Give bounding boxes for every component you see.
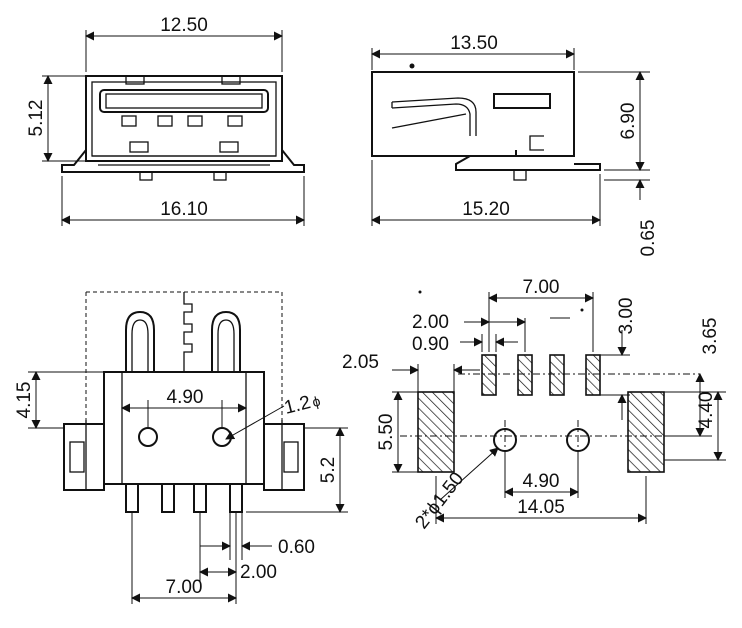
dim-footprint-hole-spacing: 4.90: [523, 471, 560, 492]
side-spring-contact: [391, 97, 477, 136]
front-latch-right: [221, 75, 241, 85]
dim-bottom-height: 4.15: [14, 382, 35, 419]
front-mounting-flange: [61, 149, 305, 173]
dim-bottom-pin-width: 0.60: [278, 537, 315, 558]
front-contact-2: [157, 115, 173, 127]
bottom-tab-left: [63, 423, 105, 491]
side-slot: [493, 93, 551, 109]
dim-footprint-pad-offset: 2.05: [342, 352, 379, 373]
dim-footprint-overall-width: 14.05: [517, 497, 565, 518]
front-contact-4: [227, 115, 243, 127]
dim-footprint-mount-offset: 4.40: [696, 392, 717, 429]
dim-footprint-pad-length: 3.00: [616, 298, 637, 335]
side-pin: [513, 169, 527, 181]
front-contact-3: [187, 115, 203, 127]
front-housing-outline: [85, 75, 283, 162]
footprint-pad-3: [549, 354, 565, 396]
footprint-hole-left: [493, 428, 517, 452]
dim-bottom-pin-height: 5.2: [318, 457, 339, 483]
front-latch-left: [125, 75, 145, 85]
side-mounting-flange: [455, 150, 601, 171]
footprint-mount-pad-left: [417, 391, 455, 473]
dim-front-width-bottom: 16.10: [160, 199, 208, 220]
side-housing-outline: [371, 71, 575, 157]
front-housing-inner: [91, 81, 277, 157]
bottom-pin-2: [161, 483, 175, 513]
footprint-hole-right: [566, 428, 590, 452]
footprint-mount-pad-right: [627, 391, 665, 473]
dim-bottom-pin-span: 7.00: [166, 577, 203, 598]
dim-footprint-pad-pitch: 2.00: [412, 312, 449, 333]
dim-side-offset: 0.65: [638, 220, 659, 257]
dim-footprint-hole-label: 2*ϕ1.50: [411, 468, 468, 533]
front-view: 12.50 5.12 16.10: [26, 15, 305, 226]
dim-footprint-mount-height: 5.50: [376, 414, 397, 451]
dim-front-height: 5.12: [26, 100, 47, 137]
front-pin-left: [139, 171, 153, 181]
side-view: 13.50 6.90 0.65 15.20: [371, 33, 659, 257]
bottom-tab-right: [263, 423, 305, 491]
bottom-pin-3: [193, 483, 207, 513]
footprint-pad-4: [585, 354, 601, 396]
front-tongue-inner: [105, 93, 263, 109]
bottom-hole-right: [212, 427, 232, 447]
bottom-spring-right: [211, 310, 241, 372]
dim-bottom-pin-pitch: 2.00: [240, 562, 277, 583]
dim-bottom-hole-spacing: 4.90: [167, 387, 204, 408]
front-contact-1: [121, 115, 137, 127]
front-tongue: [99, 89, 269, 113]
bottom-hole-left: [138, 427, 158, 447]
dim-side-length-top: 13.50: [450, 33, 498, 54]
bottom-spring-left: [125, 310, 155, 372]
front-lower-tab-left: [129, 141, 149, 153]
bottom-notch-divider: [183, 292, 193, 372]
dim-front-width-top: 12.50: [160, 15, 208, 36]
dim-footprint-pad-span: 7.00: [523, 277, 560, 298]
dim-footprint-pad-width: 0.90: [412, 334, 449, 355]
dim-bottom-hole-dia: 1.2ϕ: [282, 390, 322, 419]
front-lower-tab-right: [219, 141, 239, 153]
bottom-pin-1: [125, 483, 139, 513]
front-pin-right: [213, 171, 227, 181]
dim-side-length-bottom: 15.20: [462, 199, 510, 220]
bottom-view: 4.15 4.90 1.2ϕ 5.2 0.60 2.00 7.00: [14, 291, 348, 604]
footprint-pad-1: [481, 354, 497, 396]
dim-footprint-row-offset: 3.65: [700, 318, 721, 355]
dim-side-height: 6.90: [618, 103, 639, 140]
pcb-footprint: 7.00 2.00 0.90 3.00 2.05 3.65 4.40: [342, 277, 726, 533]
bottom-pin-4: [229, 483, 243, 513]
side-bracket: [529, 135, 544, 151]
footprint-pad-2: [517, 354, 533, 396]
